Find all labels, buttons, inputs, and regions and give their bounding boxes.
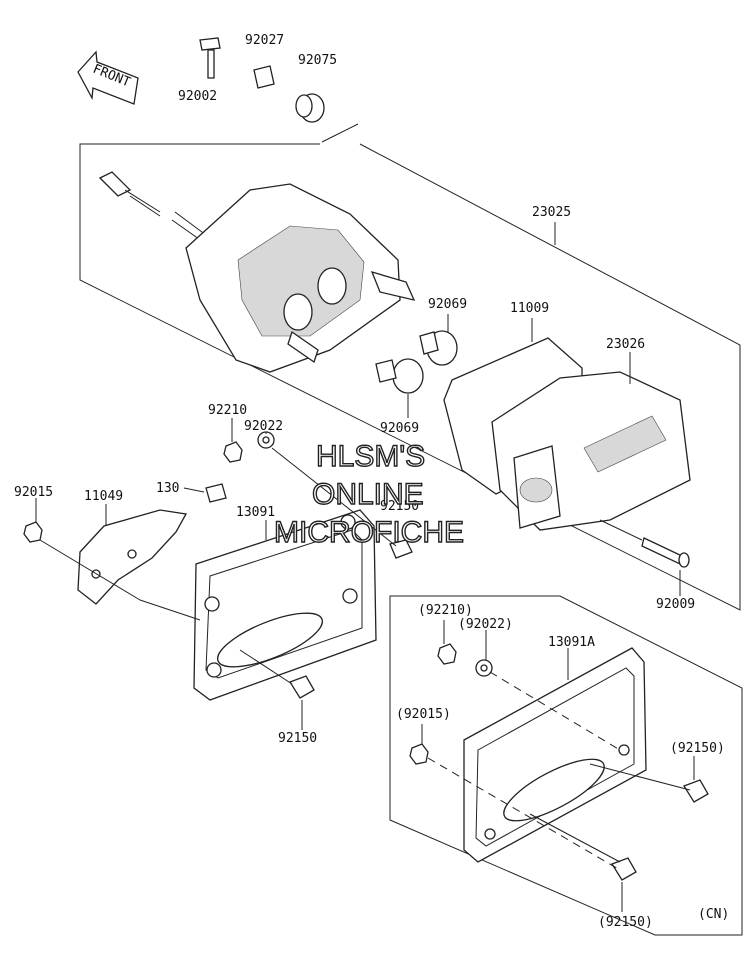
label-cn-92015: (92015) <box>396 707 451 722</box>
label-92210: 92210 <box>208 403 247 418</box>
label-92027: 92027 <box>245 33 284 48</box>
watermark-line-2: ONLINE <box>312 478 424 511</box>
label-cn-92150-bottom: (92150) <box>598 915 653 930</box>
label-11009: 11009 <box>510 301 549 316</box>
label-130: 130 <box>156 481 179 496</box>
cn-license-bracket-13091A <box>463 647 647 863</box>
label-cn-92150-right: (92150) <box>670 741 725 756</box>
nut-92210-icon <box>223 441 243 463</box>
lens-23026 <box>491 371 691 531</box>
label-cn-13091A: 13091A <box>548 635 595 650</box>
label-11049: 11049 <box>84 489 123 504</box>
leader-lines <box>35 222 681 730</box>
cn-nut-92015-icon <box>409 743 429 765</box>
cn-bolt-92150-bottom-icon <box>611 857 637 881</box>
watermark-line-3: MICROFICHE <box>274 516 464 549</box>
collar-92027-icon <box>253 65 275 89</box>
label-cn-92210: (92210) <box>418 603 473 618</box>
cn-washer-92022-icon <box>475 659 493 677</box>
front-arrow-icon: FRONT <box>77 50 139 105</box>
region-label-cn: (CN) <box>698 907 729 922</box>
wire-connector-icon <box>98 171 211 245</box>
label-92022: 92022 <box>244 419 283 434</box>
cn-nut-92210-icon <box>437 643 457 665</box>
label-23026: 23026 <box>606 337 645 352</box>
bolt-130-icon <box>205 483 227 503</box>
cn-leader-lines <box>421 620 695 912</box>
label-92009: 92009 <box>656 597 695 612</box>
bulb-92069-upper-icon <box>419 330 458 366</box>
label-92069-upper: 92069 <box>428 297 467 312</box>
label-13091: 13091 <box>236 505 275 520</box>
label-92002: 92002 <box>178 89 217 104</box>
washer-92022-icon <box>257 431 275 449</box>
label-92075: 92075 <box>298 53 337 68</box>
watermark-line-1: HLSM'S <box>316 440 425 473</box>
bolt-92150-center-icon <box>289 675 315 699</box>
cn-bolt-92150-right-icon <box>683 779 709 803</box>
cn-region-outline <box>389 595 743 936</box>
bracket-11049 <box>77 509 188 605</box>
label-cn-92022: (92022) <box>458 617 513 632</box>
nut-92015-icon <box>23 521 43 543</box>
tail-lamp-housing <box>185 183 416 373</box>
grommet-92075-icon <box>295 93 325 123</box>
license-bracket-13091 <box>193 509 377 701</box>
label-92150-center: 92150 <box>278 731 317 746</box>
leader-92075 <box>321 123 359 143</box>
label-92150-right: 92150 <box>380 499 419 514</box>
label-23025: 23025 <box>532 205 571 220</box>
label-92015: 92015 <box>14 485 53 500</box>
assembly-outline-23025 <box>79 143 741 611</box>
screw-92009-icon <box>599 519 690 568</box>
bulb-92069-lower-icon <box>375 358 424 394</box>
label-92069-lower: 92069 <box>380 421 419 436</box>
bolt-92150-right-icon <box>389 539 413 559</box>
screw-92002-icon <box>199 37 221 79</box>
